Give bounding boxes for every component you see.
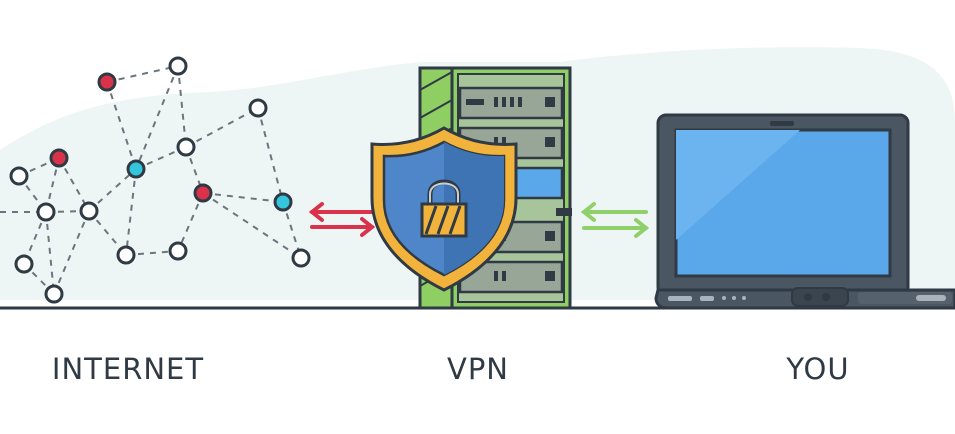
double-arrow-green-icon (580, 202, 650, 238)
network-graph-icon (0, 56, 311, 304)
shield-lock-icon (370, 126, 518, 292)
vpn-label: VPN (446, 352, 510, 386)
internet-label: INTERNET (51, 352, 205, 386)
laptop-icon (654, 113, 955, 310)
you-label: YOU (786, 352, 850, 386)
double-arrow-red-icon (308, 202, 376, 237)
